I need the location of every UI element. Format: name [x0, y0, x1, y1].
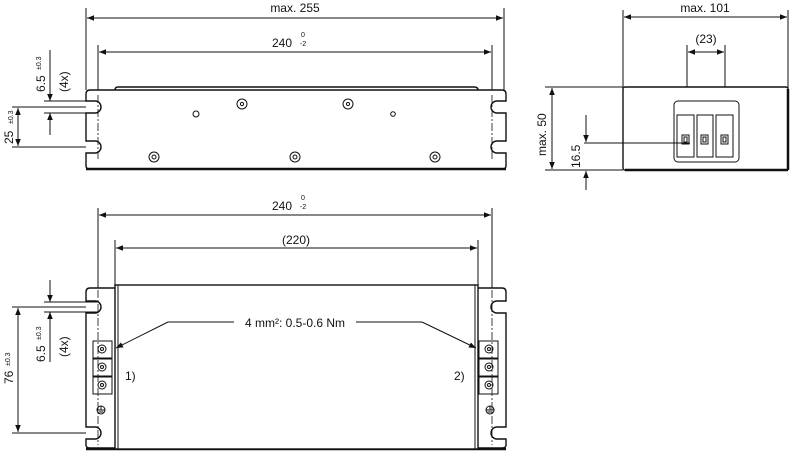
terminal-pitch-label: (23) [695, 32, 716, 46]
overall-width-label: max. 101 [680, 1, 730, 15]
leader-left [115, 321, 169, 349]
tolerance-upper: 0 [301, 32, 305, 39]
side-view: max. 101 (23) max. 50 16.5 [535, 1, 790, 190]
top-cover-edge [114, 86, 479, 91]
slot-width-tolerance: ±0.3 [36, 56, 43, 70]
terminal-block [673, 100, 740, 163]
body-length-label: (220) [282, 233, 310, 247]
slot-width-label: 6.5 [34, 75, 48, 92]
terminal-label-right: 2) [454, 369, 465, 383]
terminal-icon [92, 340, 499, 395]
filter-body [114, 284, 479, 450]
slot-width-tolerance: ±0.3 [36, 326, 43, 340]
slot-count-label: (4x) [57, 71, 71, 92]
slot-count-label: (4x) [57, 336, 71, 357]
terminal-spec-label: 4 mm²: 0.5-0.6 Nm [245, 316, 345, 330]
terminal-height-label: 16.5 [569, 144, 583, 168]
top-view: max. 255 240 0 -2 6.5 ±0.3 (4x) [2, 1, 507, 171]
slot-spacing-label: 25 [2, 130, 16, 144]
filter-body-side [622, 86, 789, 171]
ground-icon [96, 405, 495, 415]
leader-right [421, 321, 477, 349]
bottom-view: 240 0 -2 (220) 1) 2) 4 mm² [2, 195, 507, 451]
mounting-pitch-label: 240 [272, 199, 292, 213]
overall-length-label: max. 255 [270, 1, 320, 15]
mounting-pitch-label: 240 [272, 36, 292, 50]
terminal-icon [676, 114, 734, 158]
tolerance-lower: -2 [300, 41, 306, 48]
tolerance-lower: -2 [300, 204, 306, 211]
slot-width-label: 6.5 [34, 345, 48, 362]
screw-icon [148, 98, 441, 163]
slot-spacing-tolerance: ±0.3 [8, 110, 15, 124]
terminal-label-left: 1) [125, 369, 136, 383]
overall-height-label: max. 50 [535, 113, 549, 156]
tolerance-upper: 0 [301, 195, 305, 202]
slot-spacing-tolerance: ±0.3 [5, 352, 12, 366]
slot-spacing-label: 76 [2, 370, 16, 384]
